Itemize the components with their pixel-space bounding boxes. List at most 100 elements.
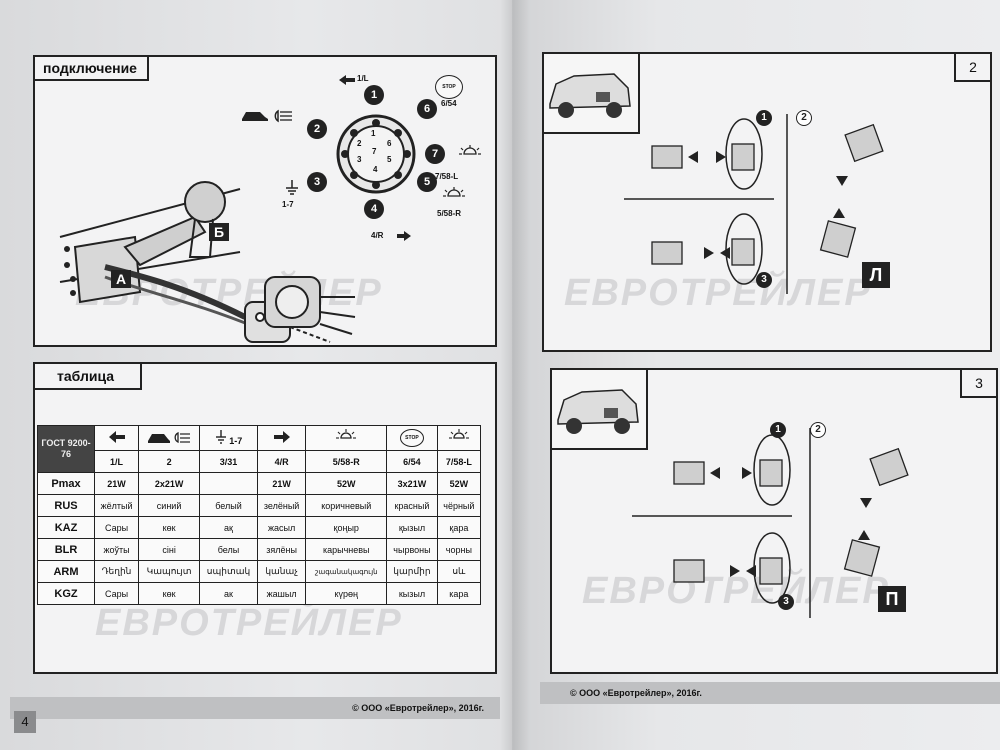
code-cell: 4/R xyxy=(256,450,307,473)
header-cell xyxy=(305,425,388,451)
wiring-table: ГОСТ 9200-76 1-7 STOP xyxy=(37,425,482,605)
pin-4: 4 xyxy=(364,199,384,219)
table-cell: сіні xyxy=(138,538,201,561)
code-cell: 6/54 xyxy=(386,450,438,473)
table-cell: Դեղին xyxy=(93,560,140,583)
table-cell: көк xyxy=(138,516,201,539)
marker-1: 1 xyxy=(770,422,786,438)
row-head: ARM xyxy=(37,560,95,583)
arrow-right-icon xyxy=(397,231,411,241)
instruction-panel-2: 2 ЕВРОТРЕЙЛЕР 1 2 3 xyxy=(542,52,992,352)
sun-lamp-icon xyxy=(459,145,481,155)
sun-lamp-icon xyxy=(443,187,465,197)
watermark: ЕВРОТРЕЙЛЕР xyxy=(564,272,872,314)
label-a: А xyxy=(111,270,131,288)
header-cell xyxy=(256,425,307,451)
header-cell xyxy=(93,425,140,451)
gost-cell: ГОСТ 9200-76 xyxy=(37,425,95,473)
connection-panel-title: подключение xyxy=(33,55,149,81)
car-thumbnail xyxy=(550,368,648,450)
panel-number: 3 xyxy=(960,368,998,398)
table-cell: սպիտակ xyxy=(199,560,258,583)
table-row: KAZ Сары көк ақ жасыл қоңыр қызыл қара xyxy=(37,516,482,539)
panel-number: 2 xyxy=(954,52,992,82)
table-cell: красный xyxy=(386,494,438,517)
table-cell: жоўты xyxy=(93,538,140,561)
header-cell xyxy=(436,425,482,451)
instruction-panel-3: 3 ЕВРОТРЕЙЛЕР 1 2 3 xyxy=(550,368,998,674)
code-cell: 2 xyxy=(138,450,201,473)
table-cell: Сары xyxy=(93,516,140,539)
suv-icon xyxy=(557,389,639,434)
row-head: RUS xyxy=(37,494,95,517)
table-cell: синий xyxy=(138,494,201,517)
header-cell: STOP xyxy=(386,425,438,451)
socket-pinout-diagram xyxy=(336,114,416,194)
row-head: KAZ xyxy=(37,516,95,539)
pin-1-label: 1/L xyxy=(357,74,369,83)
copyright-text: © ООО «Евротрейлер», 2016г. xyxy=(570,688,702,698)
left-page: подключение ЕВРОТРЕЙЛЕР xyxy=(0,0,512,750)
table-cell: қызыл xyxy=(386,516,438,539)
table-row: KGZ Сары көк ак жашыл күрөң кызыл кара xyxy=(37,582,482,605)
stop-icon: STOP xyxy=(435,75,463,99)
table-row: BLR жоўты сіні белы зялёны карычневы чыр… xyxy=(37,538,482,561)
row-head: KGZ xyxy=(37,582,95,605)
code-cell: 3/31 xyxy=(199,450,258,473)
socket-digit: 1 xyxy=(371,129,376,138)
watermark: ЕВРОТРЕЙЛЕР xyxy=(582,570,890,612)
pin-6: 6 xyxy=(417,99,437,119)
sun-lamp-icon xyxy=(448,429,469,439)
table-cell: 52W xyxy=(436,472,482,495)
socket-digit: 3 xyxy=(357,155,362,164)
label-b: Б xyxy=(209,223,229,241)
table-cell: чорны xyxy=(436,538,482,561)
pin-5-label: 5/58-R xyxy=(437,209,462,218)
table-cell: սև xyxy=(436,560,482,583)
pin-2: 2 xyxy=(307,119,327,139)
table-cell: зелёный xyxy=(256,494,307,517)
table-cell: կարմիր xyxy=(386,560,438,583)
header-cell xyxy=(138,425,201,451)
table-cell: коричневый xyxy=(305,494,388,517)
pin-4-label: 4/R xyxy=(371,231,384,240)
table-row: Pmax 21W 2x21W 21W 52W 3x21W 52W xyxy=(37,472,482,495)
code-cell: 7/58-L xyxy=(436,450,482,473)
row-head: BLR xyxy=(37,538,95,561)
table-icon-row: ГОСТ 9200-76 1-7 STOP xyxy=(37,425,482,473)
sun-lamp-icon xyxy=(336,429,357,439)
table-cell: 52W xyxy=(305,472,388,495)
table-cell: жасыл xyxy=(256,516,307,539)
socket-digit: 7 xyxy=(372,147,377,156)
table-cell: Կապույտ xyxy=(138,560,201,583)
arrow-right-icon xyxy=(273,431,290,443)
table-cell: 3x21W xyxy=(386,472,438,495)
table-cell: чырвоны xyxy=(386,538,438,561)
table-cell: жашыл xyxy=(256,582,307,605)
stop-icon-text: STOP xyxy=(405,435,419,441)
pin-6-label: 6/54 xyxy=(441,99,457,108)
table-cell: կանաչ xyxy=(256,560,307,583)
arrow-left-icon xyxy=(108,431,125,443)
table-cell: жёлтый xyxy=(93,494,140,517)
socket-illustration xyxy=(264,276,356,335)
code-cell: 5/58-R xyxy=(305,450,388,473)
connection-panel: подключение ЕВРОТРЕЙЛЕР xyxy=(33,55,497,347)
page-number: 4 xyxy=(14,711,36,733)
table-panel-title: таблица xyxy=(33,362,143,390)
car-thumbnail xyxy=(542,52,640,134)
socket-digit: 6 xyxy=(387,139,392,148)
side-letter-l: Л xyxy=(862,262,890,288)
table-cell: кызыл xyxy=(386,582,438,605)
pin-7-label: 7/58-L xyxy=(435,172,459,181)
marker-1: 1 xyxy=(756,110,772,126)
table-cell: кара xyxy=(436,582,482,605)
car-lights-icon xyxy=(148,431,191,444)
socket-digit: 2 xyxy=(357,139,362,148)
pin-3: 3 xyxy=(307,172,327,192)
marker-3: 3 xyxy=(756,272,772,288)
connector-assembly-diagram xyxy=(632,428,909,618)
socket-digit: 5 xyxy=(387,155,392,164)
stop-icon: STOP xyxy=(399,429,424,447)
table-cell: ақ xyxy=(199,516,258,539)
